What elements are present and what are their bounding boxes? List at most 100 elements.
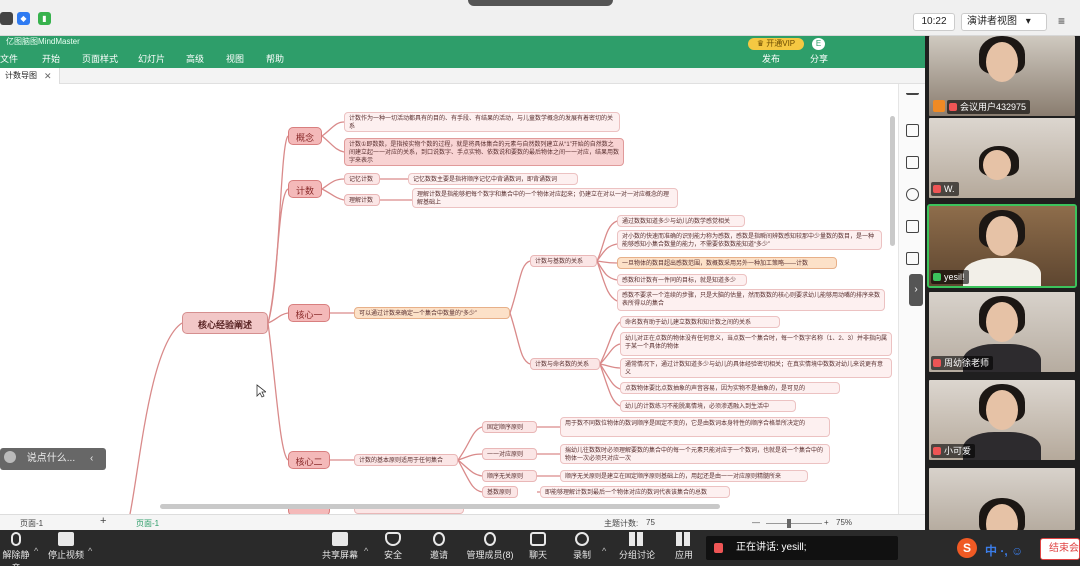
page-select[interactable]: 页面-1: [20, 519, 44, 528]
chevron-left-icon[interactable]: ‹: [90, 453, 94, 464]
core1-statement[interactable]: 可以通过计数来确定一个集合中数量的“多少”: [354, 307, 510, 319]
principle-order-irrelevance-text[interactable]: 顺序无关原则是建立在固定顺序原则基础上的，用起还是由一一对应原则精髓所来: [560, 470, 808, 482]
signal-icon[interactable]: ▮: [38, 12, 51, 25]
video-tile[interactable]: 会议用户432975: [929, 36, 1075, 116]
publish-button[interactable]: 发布: [762, 54, 781, 64]
count-memory-label[interactable]: 记忆计数: [344, 173, 380, 185]
chevron-up-icon[interactable]: ^: [34, 546, 39, 556]
zoom-slider-handle[interactable]: [787, 519, 791, 528]
menu-advanced[interactable]: 高级: [186, 54, 205, 64]
mindmap-canvas[interactable]: 核心经验阐述 概念 计数作为一种一切活动都具有的目的、有手段、有结果的活动，与儿…: [0, 84, 898, 514]
menu-start[interactable]: 开始: [42, 54, 61, 64]
principle-one-to-one[interactable]: 一一对应原则: [482, 448, 537, 460]
calendar-icon[interactable]: [906, 220, 919, 233]
chat-input-pill[interactable]: 说点什么... ‹: [0, 448, 106, 470]
horizontal-scrollbar[interactable]: [160, 504, 720, 509]
unmute-button[interactable]: 解除静音: [0, 532, 32, 566]
core1-group-name[interactable]: 计数与命名数的关系: [530, 358, 600, 370]
topic-count: 75: [646, 518, 655, 527]
group-icon[interactable]: [906, 188, 919, 201]
branch-count[interactable]: 计数: [288, 180, 322, 198]
count-memory-text[interactable]: 记忆数数主要是指将顺序记忆中背诵数词，即背诵数词: [408, 173, 578, 185]
concept-text-2[interactable]: 计数①即数数，是指按实物个数的过程，就是将具体集合的元素与自然数列建立从“1”开…: [344, 138, 624, 166]
principle-order-irrelevance[interactable]: 顺序无关原则: [482, 470, 537, 482]
vertical-scrollbar[interactable]: [890, 116, 895, 246]
breakout-rooms-button[interactable]: 分组讨论: [616, 532, 658, 561]
menu-file[interactable]: 文件: [0, 54, 19, 64]
apps-button[interactable]: 应用: [670, 532, 698, 561]
view-mode-dropdown[interactable]: 演讲者视图 ▾: [961, 13, 1047, 31]
mic-muted-icon: [949, 103, 957, 111]
core1-item[interactable]: 通过数数知道多少与幼儿的数学感觉相关: [617, 215, 745, 227]
branch-concept[interactable]: 概念: [288, 127, 322, 145]
zoom-out-button[interactable]: —: [752, 518, 760, 527]
video-tile-active-speaker[interactable]: yesil!: [927, 204, 1077, 288]
share-button[interactable]: 分享: [810, 54, 829, 64]
zoom-slider-track[interactable]: [766, 523, 822, 524]
menu-help[interactable]: 帮助: [266, 54, 285, 64]
ime-status[interactable]: 中 ·, ☺: [985, 544, 1024, 558]
zoom-in-button[interactable]: +: [824, 518, 829, 527]
menu-view[interactable]: 视图: [226, 54, 245, 64]
count-understand-label[interactable]: 理解计数: [344, 194, 380, 206]
ime-logo-icon[interactable]: S: [957, 538, 977, 558]
outline-icon[interactable]: [906, 252, 919, 265]
core1-item[interactable]: 幼儿对正在点数的物体没有任何意义，当点数一个集合时，每一个数字名称（1、2、3）…: [620, 332, 892, 356]
core1-item[interactable]: 命名数有助于幼儿建立数数和知计数之间的关系: [620, 316, 780, 328]
branch-core-1[interactable]: 核心一: [288, 304, 330, 322]
connector: [267, 135, 289, 324]
core1-item[interactable]: 对小数的快速而准确的识别能力称为感数，感数是指瞬间辨数感知较那中少量数的数目，是…: [617, 230, 882, 250]
share-screen-button[interactable]: 共享屏幕: [318, 532, 362, 561]
principle-fixed-order-text[interactable]: 用于数不同数位物体的数词顺序是固定不变的，它是由数词本身特性的顺序合格单所决定的: [560, 417, 830, 437]
stop-video-button[interactable]: 停止视频: [46, 532, 86, 561]
chevron-up-icon[interactable]: ^: [364, 546, 369, 556]
zoom-level[interactable]: 75%: [836, 518, 853, 527]
security-button[interactable]: 安全: [378, 532, 408, 561]
image-icon[interactable]: [906, 156, 919, 169]
record-button[interactable]: 录制: [568, 532, 596, 561]
principle-fixed-order[interactable]: 固定顺序原则: [482, 421, 537, 433]
chat-button[interactable]: 聊天: [524, 532, 552, 561]
connector: [509, 260, 531, 314]
principle-one-to-one-text[interactable]: 揣幼儿往数数时必须理解要数的集合中的每一个元素只能对应于一个数词，也就是说一个集…: [560, 444, 830, 464]
avatar[interactable]: E: [812, 38, 825, 50]
branch-core-2[interactable]: 核心二: [288, 451, 330, 469]
close-icon[interactable]: ✕: [44, 71, 52, 81]
principle-cardinal[interactable]: 基数原则: [482, 486, 518, 498]
core1-item[interactable]: 幼儿的计数练习不能脱离情境，必须渗透融入到生活中: [620, 400, 796, 412]
core1-item[interactable]: 一旦物体的数目超出感数范围，数概数采用另外一种加工策略——计数: [617, 257, 837, 269]
tab-document[interactable]: 计数导图 ✕: [0, 68, 60, 84]
format-icon[interactable]: [906, 124, 919, 137]
menu-slides[interactable]: 幻灯片: [138, 54, 166, 64]
menu-page-style[interactable]: 页面样式: [82, 54, 119, 64]
core1-item[interactable]: 感数和计数有一件同的目标，就是知道多少: [617, 274, 747, 286]
core1-item[interactable]: 通常情况下，通过计数知道多少与幼儿的具体经验密切相关；在真实情境中数数对幼儿来说…: [620, 358, 892, 378]
core1-item[interactable]: 感数不要求一个连续的步骤，只是大脑的估量，然而数数的核心则要求幼儿能够用动嘴的排…: [617, 289, 885, 311]
count-understand-text[interactable]: 理解计数是指能够把每个数字和集合中的一个物体对应起来；仍建立在对以一对一对应概念…: [412, 188, 678, 208]
core2-statement[interactable]: 计数的基本原则适用于任何集合: [354, 454, 458, 466]
root-topic[interactable]: 核心经验阐述: [182, 312, 268, 334]
chevron-up-icon[interactable]: ^: [602, 546, 607, 556]
participant-label: yesil!: [931, 270, 969, 284]
record-icon: [575, 532, 589, 546]
core1-group-base[interactable]: 计数与基数的关系: [530, 255, 597, 267]
video-tile[interactable]: [929, 468, 1075, 530]
core1-item[interactable]: 点数物体要比点数抽象的声音容易，因为实物不是抽象的，是可见的: [620, 382, 840, 394]
menu-icon[interactable]: ≡: [1058, 14, 1066, 28]
print-icon[interactable]: [906, 90, 919, 95]
video-tile[interactable]: 周幼徐老师: [929, 292, 1075, 372]
shield-icon[interactable]: ◆: [17, 12, 30, 25]
tab-page-1[interactable]: 页面-1: [136, 519, 160, 528]
invite-button[interactable]: 邀请: [424, 532, 454, 561]
add-page-button[interactable]: +: [100, 515, 107, 527]
vip-button[interactable]: ♛ 开通VIP: [748, 38, 804, 50]
manage-participants-button[interactable]: 管理成员(8): [462, 532, 518, 561]
end-meeting-button[interactable]: 结束会议: [1040, 538, 1080, 560]
video-tile[interactable]: W.: [929, 118, 1075, 198]
principle-cardinal-text[interactable]: 即能够理解计数到最后一个物体对应的数词代表该集合的总数: [540, 486, 730, 498]
concept-text-1[interactable]: 计数作为一种一切活动都具有的目的、有手段、有结果的活动，与儿童数学概念的发展有着…: [344, 112, 620, 132]
video-tile[interactable]: 小可爱: [929, 380, 1075, 460]
connector: [267, 322, 289, 461]
chevron-up-icon[interactable]: ^: [88, 546, 93, 556]
collapse-panel-button[interactable]: ›: [909, 274, 923, 306]
